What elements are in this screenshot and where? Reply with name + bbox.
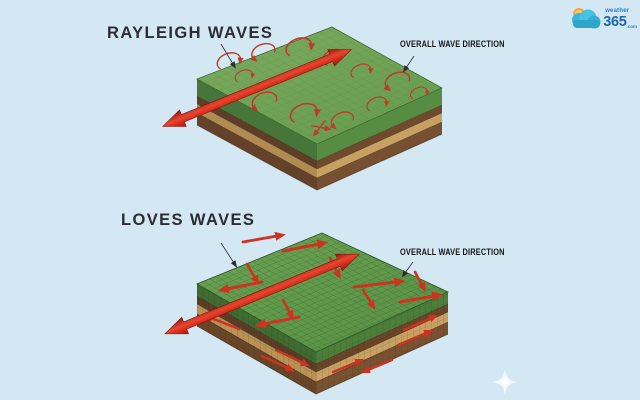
love-block-illustration xyxy=(195,232,450,395)
love-title-pointer xyxy=(220,242,238,268)
love-annotation-pointer xyxy=(401,261,414,278)
love-shear-arrows-top xyxy=(217,231,444,329)
love-shear-arrows-sides xyxy=(203,314,439,374)
rayleigh-block-illustration xyxy=(196,26,443,191)
love-annotation-label: OVERALL WAVE DIRECTION xyxy=(400,247,505,257)
rayleigh-title: RAYLEIGH WAVES xyxy=(107,24,274,42)
rayleigh-annotation-label: OVERALL WAVE DIRECTION xyxy=(400,39,505,49)
rayleigh-particle-motion-arrows xyxy=(216,37,430,137)
love-wave-direction-arrow xyxy=(164,253,360,335)
love-title: LOVES WAVES xyxy=(121,211,256,229)
logo-word: weather xyxy=(605,8,630,14)
sparkle-decoration xyxy=(492,369,518,395)
logo-number: 365 xyxy=(603,14,627,30)
rayleigh-wave-direction-arrow xyxy=(161,49,353,127)
rayleigh-annotation-pointer xyxy=(402,55,415,73)
rayleigh-title-pointer xyxy=(220,43,236,69)
weather365-cloud-icon xyxy=(572,8,601,29)
logo-suffix: .com xyxy=(626,24,637,29)
